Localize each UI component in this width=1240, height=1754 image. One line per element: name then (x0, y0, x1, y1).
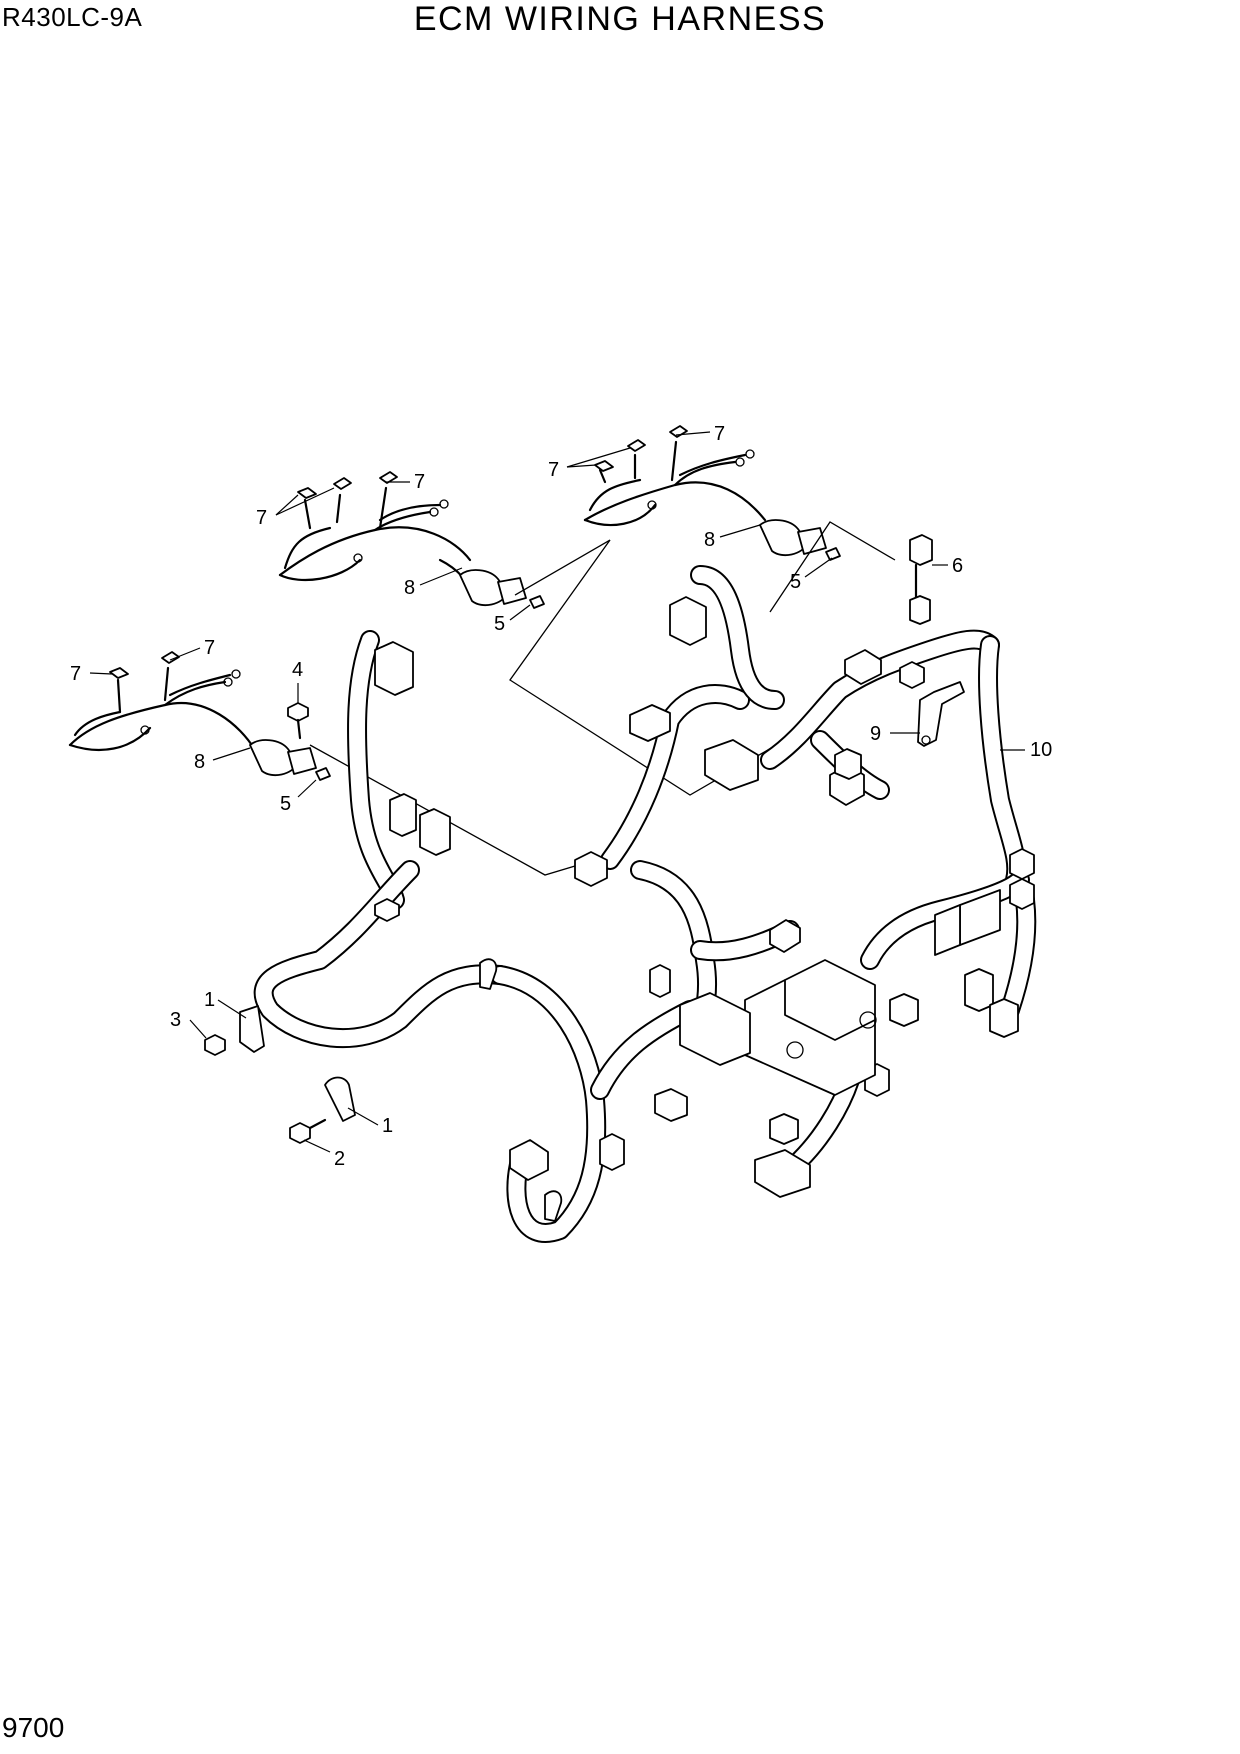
callout-1b: 1 (382, 1115, 393, 1137)
callout-4: 4 (292, 659, 303, 681)
callout-8c: 8 (194, 751, 205, 773)
page-number: 9700 (2, 1712, 65, 1743)
callout-5a: 5 (494, 613, 505, 635)
callout-7b: 7 (414, 471, 425, 493)
injector-harness-b (583, 425, 896, 613)
callout-2: 2 (334, 1148, 345, 1170)
callout-6: 6 (952, 555, 963, 577)
callout-5b: 5 (790, 571, 801, 593)
callout-7e: 7 (70, 663, 81, 685)
callout-7f: 7 (204, 637, 215, 659)
leader-lines (89, 431, 1025, 1153)
callout-8b: 8 (704, 529, 715, 551)
page-title: ECM WIRING HARNESS (413, 0, 827, 38)
callout-1a: 1 (204, 989, 215, 1011)
connectors (374, 596, 1035, 1198)
callout-3: 3 (170, 1009, 181, 1031)
callout-7d: 7 (714, 423, 725, 445)
callout-9: 9 (870, 723, 881, 745)
callout-7c: 7 (548, 459, 559, 481)
model-code: R430LC-9A (2, 2, 143, 32)
callout-5c: 5 (280, 793, 291, 815)
injector-harness-c (68, 651, 596, 876)
callout-7a: 7 (256, 507, 267, 529)
callout-8a: 8 (404, 577, 415, 599)
callout-10: 10 (1030, 739, 1052, 761)
callout-labels: 7 7 8 5 7 7 8 5 7 7 8 5 4 6 9 10 1 3 1 2 (70, 423, 1052, 1170)
loose-parts (204, 534, 965, 1222)
